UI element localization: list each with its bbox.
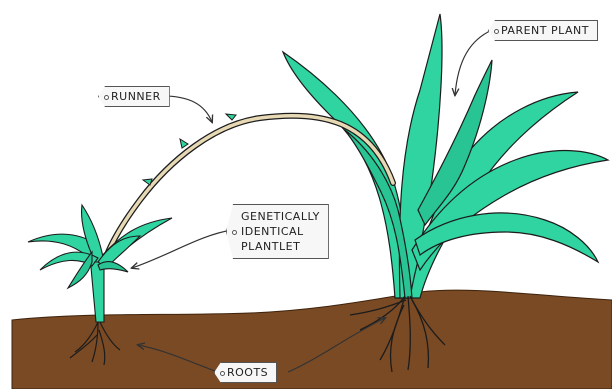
label-roots: ROOTS — [214, 362, 277, 383]
label-plantlet: GENETICALLY IDENTICAL PLANTLET — [226, 204, 329, 259]
tag-hole-icon — [220, 371, 225, 376]
plantlet-label-line-3: PLANTLET — [241, 240, 300, 253]
parent-plant — [283, 14, 608, 298]
label-parent-plant: PARENT PLANT — [488, 20, 598, 41]
roots-label-text: ROOTS — [227, 366, 268, 379]
tag-hole-icon — [232, 230, 237, 235]
parent-plant-label-text: PARENT PLANT — [501, 24, 589, 37]
plantlet-label-line-1: GENETICALLY — [241, 210, 320, 223]
tag-hole-icon — [494, 29, 499, 34]
tag-hole-icon — [104, 95, 109, 100]
runner-label-text: RUNNER — [111, 90, 161, 103]
plantlet — [28, 205, 172, 322]
plantlet-arrow — [132, 230, 232, 268]
label-runner: RUNNER — [98, 86, 170, 107]
plantlet-label-line-2: IDENTICAL — [241, 225, 304, 238]
